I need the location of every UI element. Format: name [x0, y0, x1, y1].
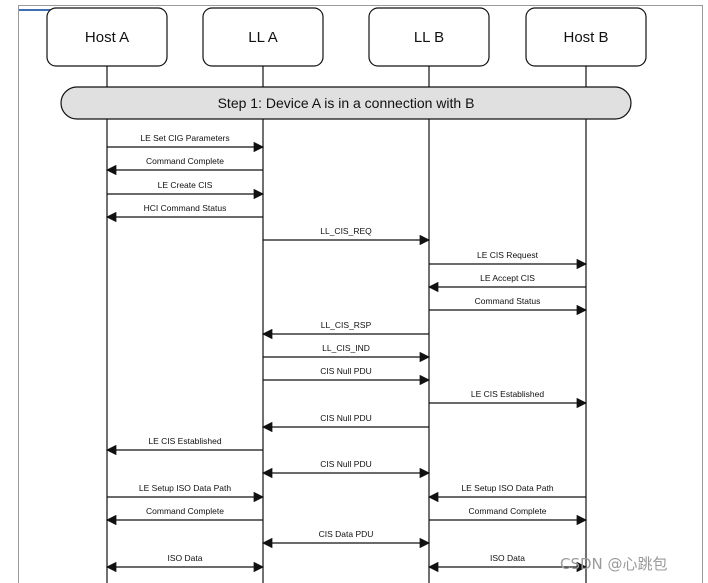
message-label: Command Complete — [469, 506, 547, 516]
message-label: LE CIS Request — [477, 250, 539, 260]
message-label: LL_CIS_RSP — [321, 320, 372, 330]
figure-frame — [18, 5, 703, 583]
participant-box-host-b — [525, 7, 647, 67]
participant-box-ll-b — [368, 7, 490, 67]
figure-corner-mark — [19, 6, 79, 11]
step-banner — [60, 86, 632, 120]
message-label: CIS Null PDU — [320, 366, 371, 376]
message-label: LE CIS Established — [471, 389, 545, 399]
message-label: LE CIS Established — [148, 436, 222, 446]
participant-box-host-a — [46, 7, 168, 67]
message-label: ISO Data — [168, 553, 203, 563]
message-label: LL_CIS_IND — [322, 343, 370, 353]
message-label: CIS Data PDU — [319, 529, 374, 539]
participant-box-ll-a — [202, 7, 324, 67]
message-label: LE Create CIS — [158, 180, 213, 190]
message-label: LE Accept CIS — [480, 273, 535, 283]
message-label: LE Setup ISO Data Path — [461, 483, 553, 493]
message-label: LL_CIS_REQ — [320, 226, 372, 236]
message-label: LE Set CIG Parameters — [140, 133, 229, 143]
step-banner-label: Step 1: Device A is in a connection with… — [218, 95, 475, 111]
message-label: CIS Null PDU — [320, 459, 371, 469]
message-label: Command Complete — [146, 156, 224, 166]
message-label: Command Status — [475, 296, 541, 306]
participant-label-ll-b: LL B — [414, 29, 444, 46]
participant-label-host-b: Host B — [563, 29, 608, 46]
message-label: Command Complete — [146, 506, 224, 516]
message-label: HCI Command Status — [144, 203, 227, 213]
message-label: CIS Null PDU — [320, 413, 371, 423]
message-label: LE Setup ISO Data Path — [139, 483, 231, 493]
message-label: ISO Data — [490, 553, 525, 563]
watermark: CSDN @心跳包 — [560, 555, 668, 573]
participant-label-host-a: Host A — [85, 29, 129, 46]
participant-label-ll-a: LL A — [248, 29, 277, 46]
